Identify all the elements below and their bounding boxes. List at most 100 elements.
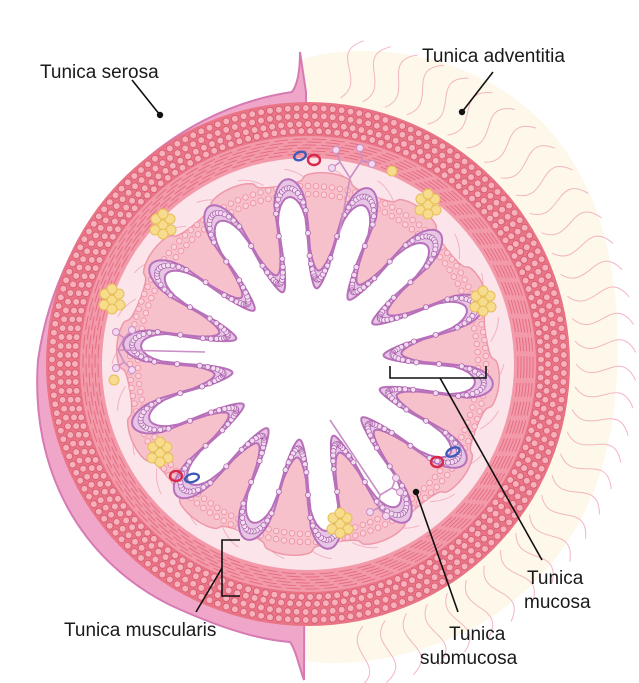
epithelial-cell (174, 361, 180, 367)
muscle-cell (104, 240, 112, 249)
muscle-cell (143, 528, 152, 537)
label-tunica-submucosa-line2: submucosa (420, 648, 518, 669)
muscle-cell (137, 554, 145, 562)
muscle-cell (556, 315, 564, 324)
mucosa-cell (296, 538, 304, 545)
muscle-cell (480, 185, 489, 194)
mucosa-cell (478, 321, 485, 328)
epithelial-cell (216, 407, 222, 414)
mucosa-cell (127, 376, 134, 384)
muscle-cell (131, 537, 139, 546)
muscle-cell (400, 140, 408, 148)
muscle-cell (506, 244, 515, 252)
muscle-cell (350, 132, 359, 140)
epithelial-cell (444, 296, 451, 303)
epithelial-cell (381, 425, 388, 432)
muscle-cell (359, 133, 368, 142)
mucosa-cell (288, 530, 296, 537)
muscle-cell (64, 378, 73, 386)
muscle-cell (259, 595, 268, 604)
mucosa-cell (359, 521, 366, 529)
mucosa-cell (207, 500, 214, 507)
mucosa-cell (312, 190, 320, 198)
muscle-cell (333, 129, 341, 137)
muscle-cell (539, 404, 548, 413)
mucosa-cell (402, 212, 410, 219)
epithelial-cell (466, 316, 473, 323)
epithelial-cell (143, 356, 150, 363)
muscle-cell (364, 119, 373, 128)
muscle-cell (541, 395, 550, 404)
epithelial-cell (236, 223, 243, 230)
muscle-cell (493, 532, 502, 540)
muscle-cell (277, 121, 285, 130)
muscle-cell (550, 328, 558, 337)
muscle-cell (288, 592, 297, 601)
epithelial-cell (249, 437, 256, 444)
muscle-cell (59, 435, 68, 444)
adventitia-fiber (424, 603, 447, 665)
muscle-cell (205, 123, 214, 132)
muscle-cell (137, 176, 146, 184)
muscle-cell (337, 605, 346, 614)
mucosa-cell (450, 273, 458, 280)
muscle-cell (189, 131, 198, 140)
muscle-cell (79, 255, 87, 264)
muscle-cell (533, 400, 542, 409)
muscle-cell (100, 205, 108, 214)
muscle-cell (65, 267, 73, 276)
muscle-cell (181, 575, 190, 584)
muscle-cell (529, 480, 538, 489)
mucosa-cell (444, 249, 451, 257)
muscle-cell (496, 491, 505, 499)
epithelial-cell (410, 386, 417, 393)
muscle-cell (374, 589, 383, 598)
muscle-cell (359, 586, 368, 595)
muscle-cell (181, 135, 190, 144)
muscle-cell (214, 599, 222, 608)
muscle-cell (91, 456, 100, 464)
muscle-cell (503, 507, 512, 516)
circular-fiber (82, 138, 534, 590)
muscle-cell (119, 502, 128, 510)
muscle-cell (77, 306, 85, 315)
muscle-cell (511, 240, 520, 248)
mucosa-cell (206, 509, 214, 516)
muscle-cell (524, 264, 532, 272)
muscle-cell (530, 259, 539, 268)
muscle-cell (346, 612, 355, 621)
muscle-cell (72, 468, 80, 477)
mucosa-leader (439, 377, 543, 561)
muscle-cell (497, 502, 505, 511)
muscle-cell (111, 191, 120, 200)
mucosa-cell (473, 340, 480, 348)
muscle-cell (130, 515, 139, 524)
muscle-cell (560, 360, 568, 368)
mucosa-cell (467, 411, 474, 419)
epithelial-cell (309, 522, 316, 529)
epithelial-cell (225, 213, 232, 220)
mucosa-cell (181, 232, 189, 239)
muscle-cell (141, 184, 149, 192)
epithelial-cell (306, 252, 313, 259)
muscle-cell (95, 256, 104, 264)
epithelial-cell (430, 251, 437, 257)
muscle-cell (498, 205, 506, 214)
mucosa-cell (367, 519, 374, 526)
muscle-cell (337, 613, 346, 622)
muscle-cell (467, 163, 476, 171)
muscle-cell (151, 164, 160, 173)
epithelial-cell (423, 417, 429, 424)
epithelial-cell (200, 484, 207, 491)
muscle-cell (398, 589, 407, 598)
mucosa-cell (138, 396, 145, 403)
muscle-cell (124, 188, 133, 197)
mucosa-cell (408, 226, 415, 233)
epithelial-cell (285, 459, 292, 466)
muscle-cell (424, 152, 432, 161)
muscle-cell (69, 280, 77, 289)
muscle-cell (114, 494, 122, 503)
mucosa-cell (151, 287, 158, 294)
muscle-cell (339, 597, 348, 606)
epithelial-cell (202, 442, 209, 449)
